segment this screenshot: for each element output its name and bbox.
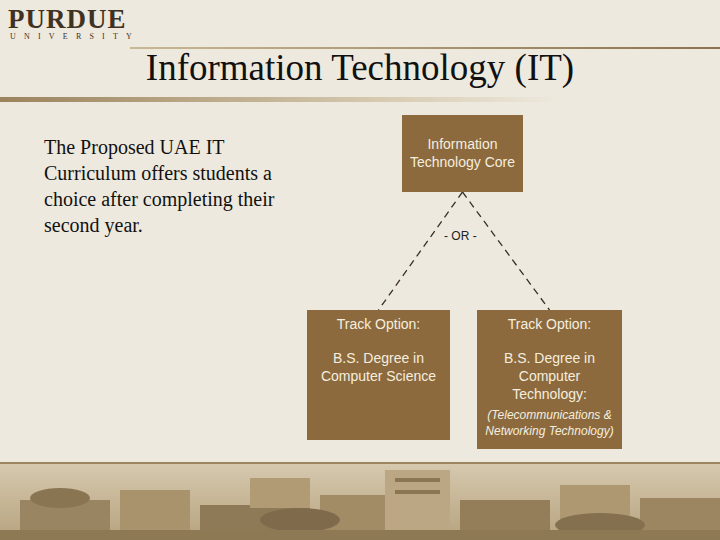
node-text: Information Technology Core (408, 135, 517, 171)
node-text: Track Option: (481, 315, 618, 333)
dashed-connector (463, 192, 550, 310)
track-box: Track Option: B.S. Degree in Computer Tec… (477, 310, 622, 449)
logo-wordmark: PURDUE (8, 4, 127, 35)
node-text: Track Option: (312, 315, 445, 333)
node-text: (Telecommunications & Networking Technol… (481, 407, 618, 439)
core-box: Information Technology Core (402, 115, 523, 192)
logo-subtitle: UNIVERSITY (10, 32, 140, 41)
slide-title: Information Technology (IT) (20, 46, 700, 89)
choice-label: - OR - (441, 228, 480, 244)
node-text: B.S. Degree in Computer Technology: (481, 349, 618, 403)
node-text: B.S. Degree in Computer Science (312, 349, 445, 385)
dashed-connector (379, 192, 463, 310)
track-box: Track Option: B.S. Degree in Computer Sci… (307, 310, 450, 440)
campus-photo (0, 462, 720, 540)
body-text: The Proposed UAE IT Curriculum offers st… (44, 134, 296, 238)
title-band (0, 97, 560, 102)
